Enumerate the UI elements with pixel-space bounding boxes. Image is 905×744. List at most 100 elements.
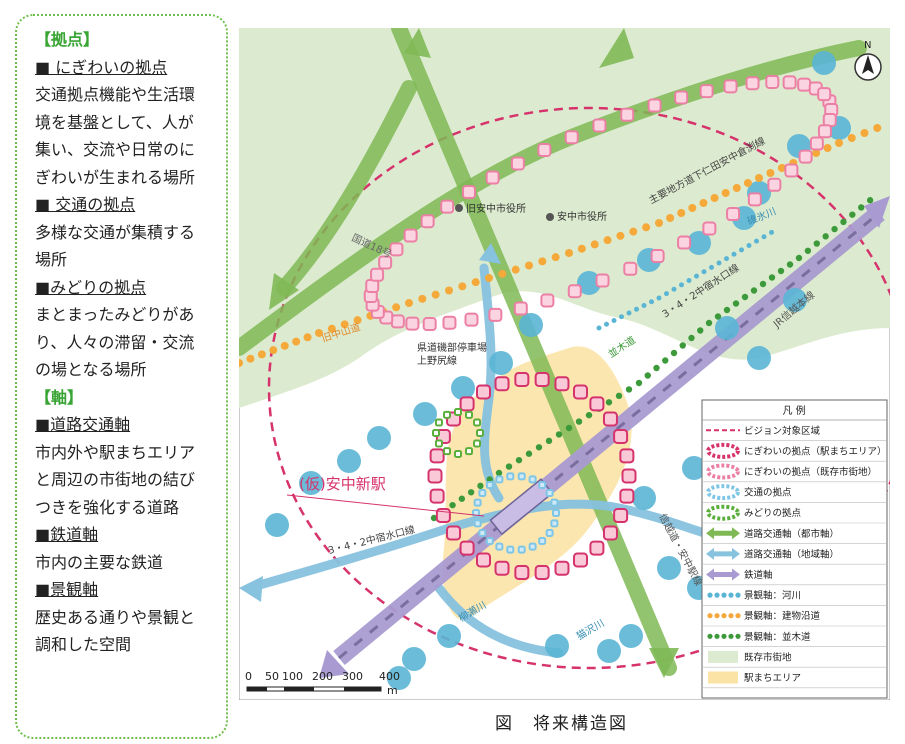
sidebar-body-line: 交通拠点機能や生活環	[35, 85, 196, 104]
river-dot	[265, 513, 289, 537]
legend-symbol-ring-lightblue	[706, 484, 740, 501]
avenue-dot	[467, 489, 475, 496]
river-small-dot	[611, 318, 617, 323]
town-block	[809, 136, 824, 151]
frontage-dot	[629, 227, 638, 236]
legend-symbol-arrow-green	[706, 527, 740, 540]
city-hall-marker	[546, 213, 554, 221]
town-block	[461, 185, 476, 200]
avenue-dot	[866, 197, 874, 204]
town-block	[485, 170, 500, 185]
river-small-dot	[626, 310, 632, 316]
town-block	[540, 293, 555, 308]
frontage-dot	[418, 294, 427, 303]
map-canvas: 国道18号 旧安中市役所 安中市役所 主要地方道下仁田安中倉渕線 碓氷川 旧中山…	[238, 27, 891, 701]
bus-stop-label-2: 上野尻線	[417, 354, 457, 367]
hub-block	[427, 468, 443, 484]
river-dot	[367, 426, 391, 450]
green-block	[432, 429, 440, 437]
river-small-dot	[604, 321, 609, 327]
green-hub	[432, 408, 484, 458]
legend-label: 道路交通軸（地域軸）	[744, 548, 839, 560]
avenue-dot	[565, 424, 573, 432]
avenue-dot	[840, 218, 847, 226]
town-block	[405, 316, 420, 331]
frontage-dot	[616, 231, 625, 240]
old-city-hall-label: 旧安中市役所	[466, 202, 526, 215]
legend-label: 交通の拠点	[744, 487, 792, 499]
hub-block	[619, 488, 635, 504]
town-block	[822, 113, 837, 128]
frontage-dot	[642, 223, 651, 232]
legend-label: 道路交通軸（都市軸）	[744, 528, 839, 540]
north-arrow-icon: N	[854, 40, 882, 81]
town-block	[699, 84, 714, 99]
avenue-dot	[525, 450, 533, 457]
scale-unit: m	[387, 684, 398, 697]
green-block	[443, 410, 451, 419]
river-small-dot	[679, 282, 684, 288]
avenue-dot	[697, 327, 704, 334]
avenue-dot	[495, 469, 503, 477]
town-block	[798, 149, 813, 164]
avenue-dot	[545, 437, 553, 445]
frontage-dot	[431, 290, 440, 299]
transit-block	[506, 545, 515, 554]
frontage-dot	[847, 134, 856, 142]
river-small-dot	[761, 234, 767, 240]
river-small-dot	[619, 314, 624, 320]
frontage-dot	[699, 199, 708, 207]
town-block	[365, 278, 380, 293]
hub-block	[429, 448, 445, 464]
vision-boundary	[267, 106, 890, 670]
river-dot	[299, 471, 323, 495]
frontage-dot	[688, 204, 697, 212]
town-block	[726, 206, 741, 221]
frontage-dot	[721, 189, 730, 197]
town-block	[647, 98, 662, 113]
river-small-dot	[656, 295, 662, 301]
avenue-dot	[505, 463, 513, 470]
avenue-dot	[858, 204, 865, 211]
river-small-dot	[671, 286, 677, 292]
transit-block	[495, 542, 504, 551]
river-dot	[783, 288, 807, 312]
avenue-dot	[605, 399, 613, 406]
legend-label: 景観軸：並木道	[744, 631, 811, 643]
hub-block	[494, 560, 510, 576]
town-block	[723, 79, 738, 94]
frontage-dot	[353, 316, 362, 325]
legend-symbol-dots-blue	[707, 592, 741, 598]
hub-block	[613, 507, 629, 523]
sidebar-section-line: 【拠点】	[35, 30, 100, 49]
frontage-dot	[498, 269, 507, 278]
avenue-dot	[849, 211, 856, 218]
avenue-dot	[786, 261, 794, 268]
hub-block	[476, 552, 491, 568]
hub-block	[554, 376, 570, 392]
hub-block	[429, 488, 445, 504]
town-block	[595, 273, 610, 288]
avenue-dot	[777, 267, 785, 275]
green-block	[465, 410, 473, 419]
avenue-dot	[477, 482, 484, 490]
town-block	[440, 199, 455, 214]
river-small-dot	[746, 243, 752, 248]
sidebar-body-line: の場となる場所	[35, 360, 147, 379]
river-small-dot	[739, 247, 744, 253]
frontage-dot	[743, 179, 752, 187]
river-dot	[437, 624, 461, 648]
frontage-dot	[603, 236, 612, 245]
green-block	[454, 450, 462, 458]
town-block	[782, 75, 797, 90]
river-dot	[337, 449, 361, 473]
city-hall-label: 安中市役所	[557, 210, 607, 223]
sidebar-body-line: つきを強化する道路	[35, 497, 180, 517]
hub-block	[613, 429, 629, 445]
frontage-dot	[860, 129, 869, 137]
legend-label: にぎわいの拠点（駅まちエリア）	[744, 445, 887, 457]
river-dot	[402, 647, 426, 671]
avenue-dot	[535, 444, 543, 451]
frontage-dot	[246, 354, 255, 363]
avenue-dot	[714, 313, 722, 320]
